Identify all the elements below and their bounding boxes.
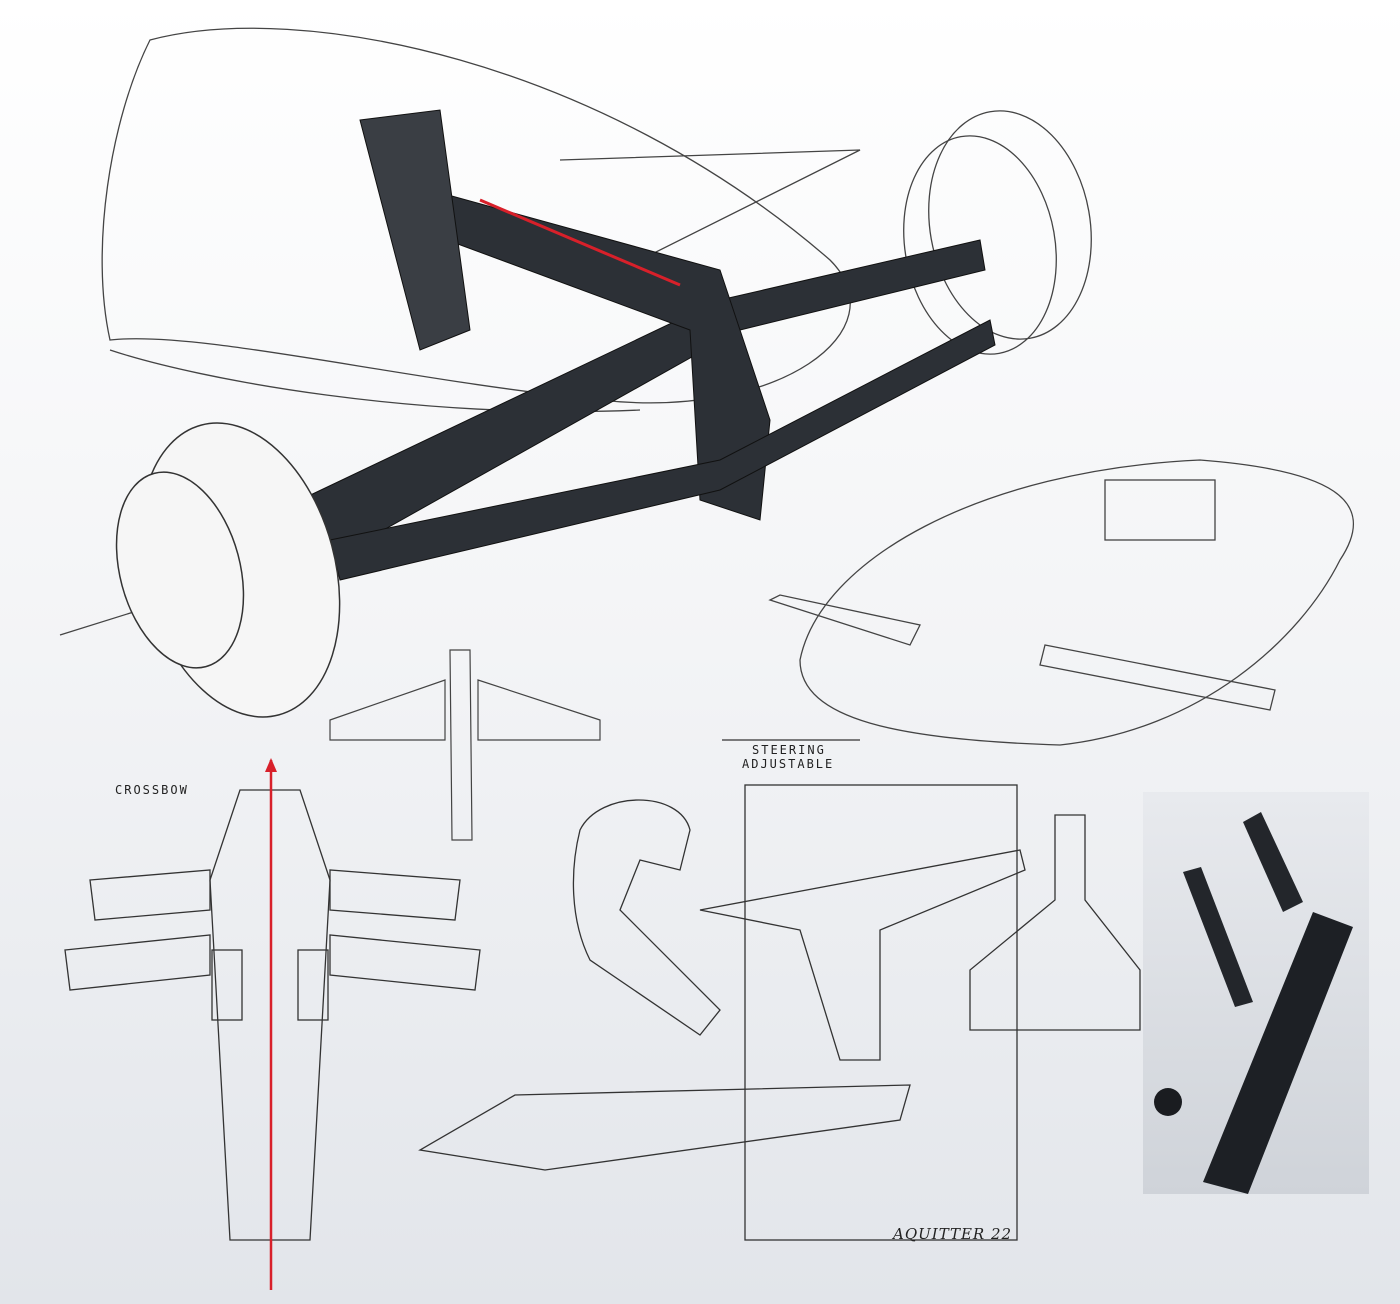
- front-wheel: [115, 422, 341, 718]
- top-view-small: [329, 649, 601, 841]
- steering-label-line1: STEERING: [752, 743, 826, 757]
- crossbow-label: CROSSBOW: [115, 783, 189, 797]
- red-accent-line: [479, 198, 681, 287]
- chassis-frame: [299, 109, 996, 581]
- steering-sketch: [418, 739, 1141, 1241]
- cockpit-sketch: [768, 459, 1355, 746]
- artist-signature: AQUITTER 22: [893, 1225, 1013, 1243]
- crossbow-view: [64, 789, 481, 1241]
- caliper-photo: [1143, 792, 1369, 1194]
- steering-label-line2: ADJUSTABLE: [742, 757, 835, 771]
